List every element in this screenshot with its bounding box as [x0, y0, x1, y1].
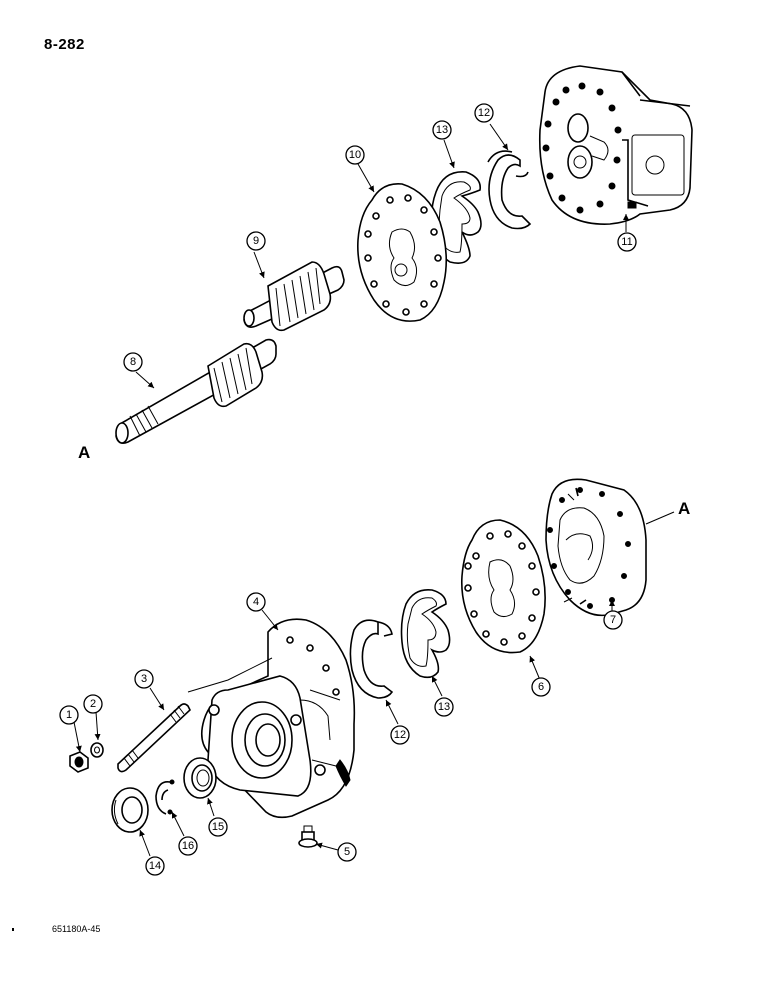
plug: [298, 825, 318, 848]
callout-4: 4: [246, 592, 266, 612]
svg-text:7: 7: [610, 614, 616, 626]
svg-text:10: 10: [349, 149, 361, 161]
leader-lines: [73, 123, 675, 857]
svg-text:3: 3: [141, 673, 147, 685]
figure-code: 651180A-45: [52, 924, 101, 934]
callout-12-upper: 12: [474, 103, 494, 123]
svg-text:1: 1: [66, 709, 72, 721]
callout-13-upper: 13: [432, 120, 452, 140]
callout-9: 9: [246, 231, 266, 251]
svg-text:15: 15: [212, 821, 224, 833]
callout-5: 5: [337, 842, 357, 862]
svg-text:6: 6: [538, 681, 544, 693]
callout-6: 6: [531, 677, 551, 697]
connection-letter-a-shaft: A: [78, 443, 90, 462]
svg-text:9: 9: [253, 235, 259, 247]
svg-text:12: 12: [478, 107, 490, 119]
retaining-ring-lower: [349, 619, 394, 699]
callout-16: 16: [178, 836, 198, 856]
stud: [117, 703, 191, 773]
svg-text:12: 12: [394, 729, 406, 741]
oil-seal: [111, 787, 149, 833]
svg-text:2: 2: [90, 698, 96, 710]
callout-1: 1: [59, 705, 79, 725]
svg-text:16: 16: [182, 840, 194, 852]
callout-12-lower: 12: [390, 725, 410, 745]
svg-text:4: 4: [253, 596, 259, 608]
callout-11: 11: [617, 232, 637, 252]
callout-13-lower: 13: [434, 697, 454, 717]
callout-15: 15: [208, 817, 228, 837]
svg-text:13: 13: [438, 701, 450, 713]
callout-10: 10: [345, 145, 365, 165]
page-number: 8-282: [44, 36, 85, 53]
wear-plate-lower: [460, 519, 546, 654]
seal-lower: [400, 588, 451, 679]
snap-ring: [155, 779, 175, 815]
callout-3: 3: [134, 669, 154, 689]
connection-letter-a-body: A: [678, 499, 690, 518]
callout-2: 2: [83, 694, 103, 714]
pump-body-rear: [538, 65, 693, 225]
wear-plate-upper: [357, 183, 448, 322]
driven-gear-shaft: [243, 261, 345, 332]
retaining-ring-upper: [487, 150, 532, 230]
pump-body-front: [545, 478, 647, 617]
svg-text:11: 11: [621, 236, 632, 248]
svg-text:5: 5: [344, 846, 350, 858]
svg-text:13: 13: [436, 124, 448, 136]
nut: [69, 751, 89, 773]
margin-mark: [12, 928, 14, 931]
front-housing: [200, 618, 356, 819]
lock-washer: [90, 742, 104, 758]
callout-14: 14: [145, 856, 165, 876]
bearing: [183, 757, 217, 799]
svg-text:8: 8: [130, 356, 136, 368]
callout-7: 7: [603, 610, 623, 630]
callout-8: 8: [123, 352, 143, 372]
svg-text:14: 14: [149, 860, 161, 872]
drive-gear-shaft: [115, 338, 277, 444]
